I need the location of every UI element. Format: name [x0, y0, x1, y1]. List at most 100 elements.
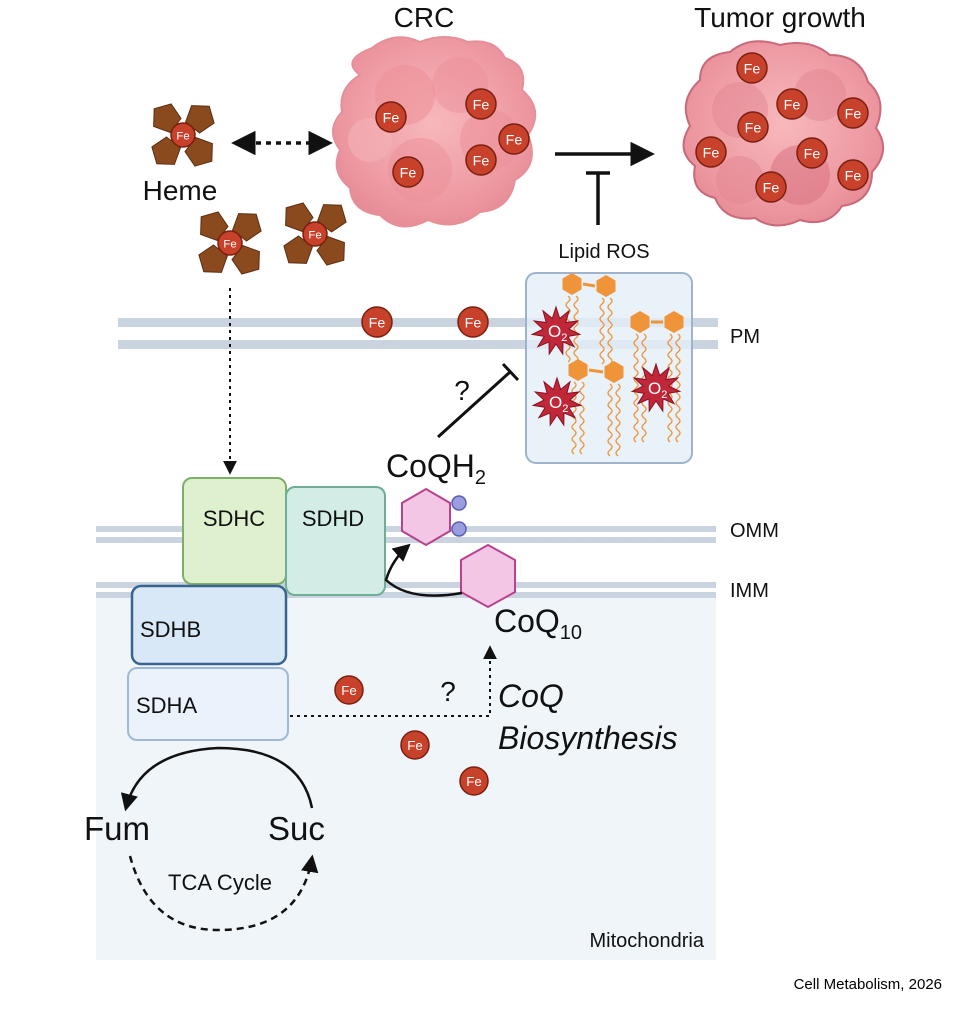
fe-ion: Fe	[334, 675, 364, 705]
tca-cycle-label: TCA Cycle	[168, 870, 272, 895]
crc-label: CRC	[394, 2, 455, 33]
coqh2-label: CoQH2	[386, 448, 486, 489]
lipid-head	[596, 275, 616, 297]
porphyrin-ring	[231, 245, 260, 275]
svg-text:Fe: Fe	[784, 97, 801, 113]
coq10-label: CoQ10	[494, 603, 582, 644]
svg-text:Fe: Fe	[400, 165, 417, 181]
sdha-to-coq-biosynthesis-arrow	[290, 645, 497, 717]
sdha-label: SDHA	[136, 693, 197, 718]
lipid-head	[568, 359, 588, 381]
plasma-membrane	[118, 318, 718, 349]
fe-ion: Fe	[361, 306, 393, 338]
fe-ion: Fe	[459, 766, 489, 796]
svg-text:Fe: Fe	[308, 229, 321, 241]
svg-text:Fe: Fe	[845, 168, 862, 184]
sdhb-label: SDHB	[140, 617, 201, 642]
lipid-head	[604, 361, 624, 383]
svg-text:O2: O2	[549, 393, 568, 415]
svg-text:Fe: Fe	[845, 106, 862, 122]
citation: Cell Metabolism, 2026	[793, 976, 942, 993]
svg-text:Fe: Fe	[804, 146, 821, 162]
coqh2-molecule	[401, 487, 451, 547]
fum-label: Fum	[84, 810, 150, 847]
heme-molecule: Fe	[151, 103, 215, 167]
svg-text:O2: O2	[548, 322, 567, 344]
porphyrin-ring	[200, 211, 229, 241]
tca-fum-to-suc-arrow	[128, 854, 319, 932]
fe-ion: Fe	[302, 221, 328, 247]
lipid-tail	[599, 297, 605, 365]
fe-ion: Fe	[400, 730, 430, 760]
fe-ion: Fe	[217, 230, 243, 256]
sdhc-label: SDHC	[203, 506, 265, 531]
svg-text:Fe: Fe	[506, 132, 523, 148]
svg-text:Fe: Fe	[473, 97, 490, 113]
fe-ion: Fe	[392, 156, 424, 188]
tumor-growth-label: Tumor growth	[694, 2, 866, 33]
lipid-head	[630, 311, 650, 333]
porphyrin-ring	[153, 103, 182, 133]
suc-label: Suc	[268, 810, 325, 847]
porphyrin-ring	[198, 244, 228, 273]
lipid-ros-inhibition	[586, 171, 610, 225]
coq-biosynthesis-label-line2: Biosynthesis	[498, 720, 678, 756]
svg-text:Fe: Fe	[341, 683, 357, 698]
svg-text:Fe: Fe	[744, 61, 761, 77]
fe-ion: Fe	[375, 101, 407, 133]
fe-ion: Fe	[796, 137, 828, 169]
lipid-tail	[573, 295, 579, 363]
porphyrin-ring	[151, 136, 181, 165]
coq-biosynthesis-label-line1: CoQ	[498, 678, 564, 714]
inner-mitochondrial-membrane	[96, 582, 716, 598]
fe-ion: Fe	[837, 159, 869, 191]
sdhb-subunit	[130, 584, 288, 666]
lipid-head	[562, 273, 582, 295]
question-mark-top: ?	[454, 375, 470, 406]
sdhd-subunit	[285, 486, 386, 596]
tca-suc-to-fum-arrow	[120, 746, 314, 812]
svg-text:O2: O2	[648, 379, 667, 401]
lipid-tail	[607, 297, 613, 365]
porphyrin-ring	[316, 236, 345, 266]
coq10-molecule	[460, 543, 516, 609]
svg-text:Fe: Fe	[407, 738, 423, 753]
porphyrin-ring	[184, 137, 213, 167]
lipid-tail	[607, 383, 613, 457]
fe-ion: Fe	[465, 88, 497, 120]
pm-label: PM	[730, 326, 760, 348]
imm-label: IMM	[730, 580, 769, 602]
svg-text:Fe: Fe	[465, 315, 482, 331]
fe-ion: Fe	[737, 111, 769, 143]
svg-text:Fe: Fe	[466, 774, 482, 789]
svg-text:Fe: Fe	[745, 120, 762, 136]
ros-oxygen-star: O2	[531, 376, 583, 427]
svg-text:Fe: Fe	[369, 315, 386, 331]
lipid-ros-label: Lipid ROS	[558, 241, 649, 263]
coq-reduction-arrow	[384, 543, 463, 597]
porphyrin-ring	[285, 202, 314, 232]
peroxidized-lipids	[562, 273, 684, 457]
svg-text:Fe: Fe	[763, 180, 780, 196]
sdhd-label: SDHD	[302, 506, 364, 531]
sdhc-subunit	[182, 477, 287, 585]
sdha-subunit	[127, 667, 289, 741]
fe-ion: Fe	[695, 136, 727, 168]
ros-oxygen-star: O2	[630, 362, 682, 413]
svg-text:Fe: Fe	[176, 130, 189, 142]
ros-oxygen-star: O2	[530, 305, 582, 356]
fe-ion: Fe	[170, 122, 196, 148]
porphyrin-ring	[232, 213, 262, 242]
lipid-head	[664, 311, 684, 333]
mitochondria-label: Mitochondria	[589, 930, 704, 952]
fe-ion: Fe	[736, 52, 768, 84]
fe-ion: Fe	[837, 97, 869, 129]
fe-ion: Fe	[498, 123, 530, 155]
svg-text:Fe: Fe	[703, 145, 720, 161]
fe-ion: Fe	[457, 306, 489, 338]
svg-text:Fe: Fe	[223, 238, 236, 250]
question-mark-bottom: ?	[440, 676, 456, 707]
omm-label: OMM	[730, 520, 779, 542]
lipid-tail	[633, 333, 639, 443]
